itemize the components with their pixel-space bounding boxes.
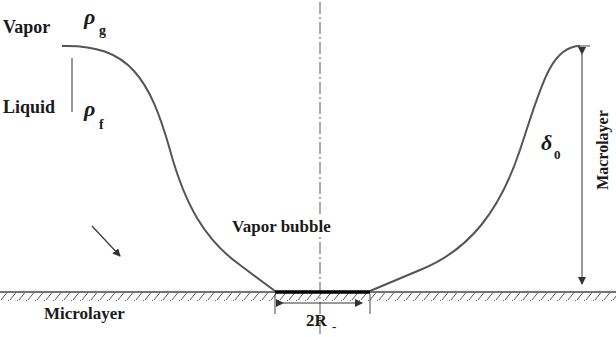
dimension-arrow (283, 303, 362, 304)
interface-marker (71, 58, 72, 112)
thickness-symbol: δ (541, 132, 552, 154)
macrolayer-arrow (582, 54, 583, 284)
dry-patch (275, 290, 370, 294)
region-label: Macrolayer (595, 110, 611, 190)
dimension-tick (578, 46, 590, 47)
phase-label: Vapor (3, 18, 50, 36)
density-symbol: ρ (84, 98, 95, 120)
leader-arrow (92, 226, 120, 256)
dimension-tick (370, 294, 371, 314)
region-label: Vapor bubble (230, 217, 333, 236)
heated-wall (0, 291, 616, 293)
region-label: Microlayer (44, 305, 125, 322)
center-line (320, 2, 321, 335)
subscript: g (99, 24, 106, 38)
subscript: 0 (554, 148, 561, 161)
left-interface (62, 46, 275, 291)
phase-label: Liquid (3, 98, 55, 116)
wall-hatching (0, 293, 616, 301)
dimension-tick (275, 294, 276, 314)
subscript: - (332, 320, 336, 333)
right-interface (370, 46, 580, 291)
subscript: f (99, 118, 104, 132)
dimension-label: 2R (306, 312, 327, 329)
density-symbol: ρ (84, 6, 95, 28)
